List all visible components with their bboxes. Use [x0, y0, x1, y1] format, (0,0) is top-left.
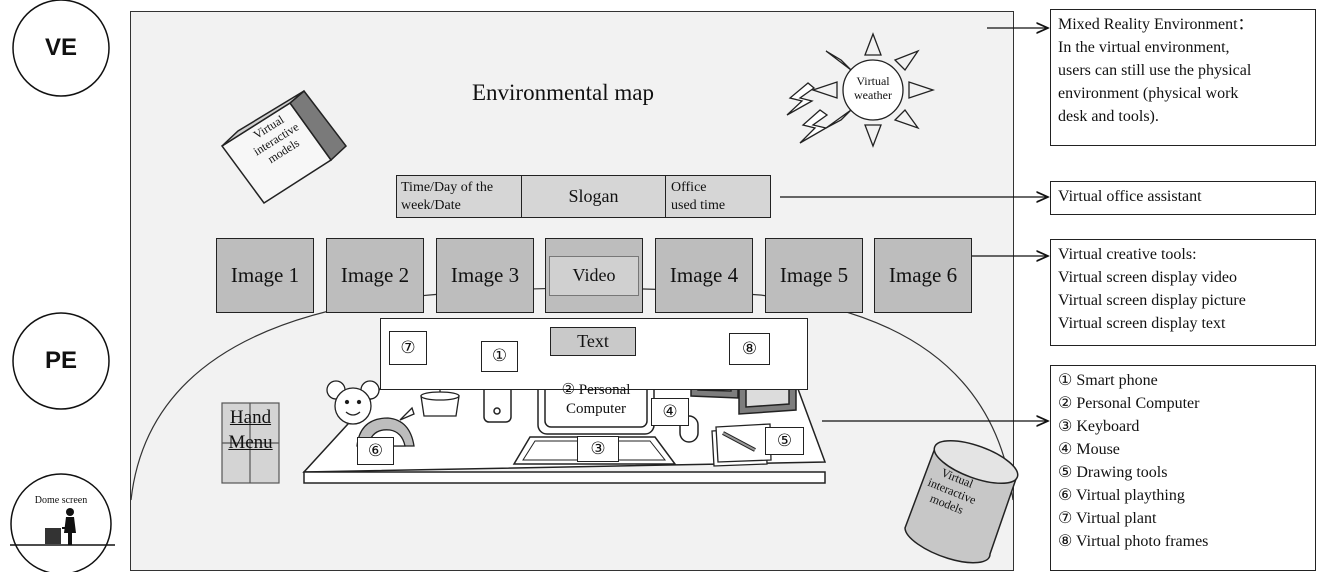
hand-menu-label: Hand Menu	[228, 407, 273, 453]
marker-5: ⑤	[765, 427, 804, 455]
pe-items-panel: ① Smart phone ② Personal Computer ③ Keyb…	[1050, 365, 1316, 571]
virtual-plaything-icon	[326, 380, 415, 447]
pe-item: ⑥ Virtual plaything	[1058, 487, 1185, 504]
ve-circle	[12, 0, 110, 97]
weather-label: Virtual weather	[854, 74, 892, 102]
virtual-model-cylinder	[904, 439, 1019, 564]
environmental-map-title: Environmental map	[471, 80, 655, 105]
image-2: Image 2	[326, 238, 424, 313]
image-5: Image 5	[765, 238, 863, 313]
marker-6: ⑥	[357, 437, 394, 465]
image-3: Image 3	[436, 238, 534, 313]
pe-item: ③ Keyboard	[1058, 418, 1140, 435]
info-office-time: Office used time	[671, 180, 726, 213]
pe-item: ⑤ Drawing tools	[1058, 464, 1168, 481]
pe-item: ④ Mouse	[1058, 441, 1120, 458]
desk-edge	[303, 471, 826, 484]
video-screen: Video	[545, 238, 643, 313]
creative-tools-panel: Virtual creative tools: Virtual screen d…	[1050, 239, 1316, 346]
dome-circle	[10, 473, 112, 572]
mixed-reality-panel: Mixed Reality Environment： In the virtua…	[1050, 9, 1316, 146]
pc-label: ② Personal Computer	[561, 382, 631, 417]
drawing-tools-icon	[711, 423, 772, 467]
video-label: Video	[549, 255, 639, 296]
image-1: Image 1	[216, 238, 314, 313]
hand-menu-grid	[221, 402, 280, 484]
pe-label: PE	[44, 347, 77, 374]
marker-4: ④	[651, 398, 689, 426]
dome-screen-label: Dome screen	[34, 495, 88, 506]
image-6: Image 6	[874, 238, 972, 313]
office-assistant-panel: Virtual office assistant	[1050, 181, 1316, 215]
pe-item: ⑧ Virtual photo frames	[1058, 533, 1209, 550]
info-time-date: Time/Day of the week/Date	[397, 176, 522, 217]
pe-item: ② Personal Computer	[1058, 395, 1200, 412]
ve-label: VE	[44, 34, 77, 61]
marker-1: ①	[481, 341, 518, 372]
info-slogan: Slogan	[522, 176, 666, 217]
virtual-model-box	[220, 89, 348, 205]
pe-circle	[12, 312, 110, 410]
pe-item: ⑦ Virtual plant	[1058, 510, 1157, 527]
text-panel: Text	[550, 327, 636, 356]
virtual-office-assistant-bar: Time/Day of the week/Date Slogan Office …	[396, 175, 771, 218]
marker-8: ⑧	[729, 333, 770, 365]
marker-7: ⑦	[389, 331, 427, 365]
pe-item: ① Smart phone	[1058, 372, 1158, 389]
desk-user-icon	[45, 508, 76, 545]
image-4: Image 4	[655, 238, 753, 313]
marker-3: ③	[577, 436, 619, 462]
virtual-weather-icon	[786, 32, 936, 148]
